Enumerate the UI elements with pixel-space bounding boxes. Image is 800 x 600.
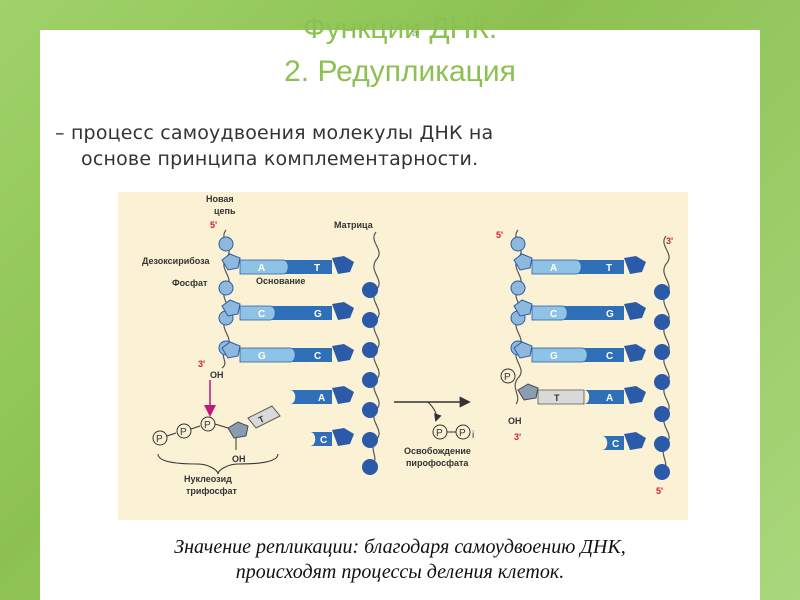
left-template-phosphate-6: [362, 432, 378, 448]
label-release-1: Освобождение: [404, 446, 471, 456]
slide-title-line1: Функции ДНК.: [0, 12, 800, 46]
right-template-phosphate-3: [654, 344, 670, 360]
right-template-phosphate-1: [654, 284, 670, 300]
right-base-new-letter-1: A: [550, 263, 557, 274]
right-base-template-letter-3: C: [606, 351, 613, 362]
left-template-phosphate-7: [362, 459, 378, 475]
right-pair-1: A T: [514, 254, 646, 274]
significance-text: Значение репликации: благодаря самоудвое…: [40, 535, 760, 585]
left-unpaired-1: A: [290, 386, 354, 404]
left-template-sugar-2: [332, 302, 354, 320]
label-5prime-right-bottom: 5': [656, 486, 663, 496]
definition-text: – процесс самоудвоения молекулы ДНК на о…: [55, 120, 735, 172]
ntp-base: [248, 406, 280, 428]
left-base-template-letter-2: G: [314, 309, 322, 320]
left-base-template-2: [270, 306, 332, 320]
ntp-p-letter-2: P: [180, 427, 187, 438]
right-base-template-letter-2: G: [606, 309, 614, 320]
right-template-phosphate-5: [654, 406, 670, 422]
left-base-template-3: [290, 348, 332, 362]
left-unpaired-sugar-2: [332, 428, 354, 446]
left-pair-2: C G: [222, 300, 354, 320]
slide-title-line2: 2. Редупликация: [0, 55, 800, 89]
left-template-phosphate-5: [362, 402, 378, 418]
label-base: Основание: [256, 276, 305, 286]
right-base-new-letter-2: C: [550, 309, 557, 320]
right-new-p-letter: P: [504, 372, 511, 383]
right-pair-4: T A: [518, 384, 646, 404]
ntp-p-letter-1: P: [156, 434, 163, 445]
right-template-phosphate-4: [654, 374, 670, 390]
right-base-template-letter-4: A: [606, 393, 613, 404]
right-unpaired-1: C: [602, 432, 646, 450]
left-unpaired-base-1: [290, 390, 332, 404]
ntp-sugar: [228, 422, 248, 438]
label-3prime-left: 3': [198, 359, 205, 369]
pyro-p-letter-1: P: [436, 428, 443, 439]
label-release-2: пирофосфата: [406, 458, 469, 468]
significance-line1: Значение репликации: благодаря самоудвое…: [40, 535, 760, 560]
label-3prime-right: 3': [514, 432, 521, 442]
replication-diagram: Новая цепь 5' Матрица Дезоксирибоза Фосф…: [118, 192, 688, 520]
label-template: Матрица: [334, 220, 374, 230]
left-template-sugar-3: [332, 344, 354, 362]
release-arrow: [428, 402, 437, 420]
left-phosphate-2: [219, 281, 233, 295]
right-template-phosphate-6: [654, 436, 670, 452]
right-unpaired-letter-1: C: [612, 439, 619, 450]
right-pair-3: G C: [514, 342, 646, 362]
left-unpaired-letter-1: A: [318, 393, 325, 404]
left-template-phosphate-1: [362, 282, 378, 298]
label-5prime-left: 5': [210, 220, 217, 230]
right-phosphate-1: [511, 237, 525, 251]
left-base-new-3: [240, 348, 295, 362]
label-3prime-right-top: 3': [666, 236, 673, 246]
left-phosphate-1: [219, 237, 233, 251]
label-nucleoside-1: Нуклеозид: [184, 474, 232, 484]
left-base-template-1: [283, 260, 332, 274]
left-pair-3: G C: [222, 342, 354, 362]
label-oh-nucleotide: OH: [232, 454, 246, 464]
right-pair-2: C G: [514, 300, 646, 320]
left-template-phosphate-4: [362, 372, 378, 388]
left-template-phosphate-3: [362, 342, 378, 358]
replication-diagram-svg: Новая цепь 5' Матрица Дезоксирибоза Фосф…: [118, 192, 688, 520]
left-template-phosphate-2: [362, 312, 378, 328]
significance-line2: происходят процессы деления клеток.: [40, 560, 760, 585]
left-base-new-letter-3: G: [258, 351, 266, 362]
ntp-p-letter-3: P: [204, 420, 211, 431]
label-deoxyribose: Дезоксирибоза: [142, 256, 211, 266]
left-base-new-letter-2: C: [258, 309, 265, 320]
right-base-template-letter-1: T: [606, 263, 612, 274]
right-base-new-letter-4: T: [554, 393, 560, 403]
label-oh-right: OH: [508, 416, 522, 426]
label-5prime-right-top: 5': [496, 230, 503, 240]
right-base-new-letter-3: G: [550, 351, 558, 362]
right-template-phosphate-7: [654, 464, 670, 480]
left-base-template-letter-3: C: [314, 351, 321, 362]
left-unpaired-sugar-1: [332, 386, 354, 404]
left-unpaired-2: C: [310, 428, 354, 446]
ntp-brace: [158, 454, 278, 474]
definition-line2: основе принципа комплементарности.: [55, 146, 735, 172]
left-base-template-letter-1: T: [314, 263, 320, 274]
right-template-phosphate-2: [654, 314, 670, 330]
label-nucleoside-2: трифосфат: [186, 486, 237, 496]
pyro-p-sub: i: [472, 430, 474, 441]
definition-line1: – процесс самоудвоения молекулы ДНК на: [55, 122, 493, 144]
label-oh-left: OH: [210, 370, 224, 380]
left-pair-1: A T: [222, 254, 354, 274]
left-unpaired-letter-2: C: [320, 435, 327, 446]
label-new-strand-2: цепь: [214, 206, 236, 216]
label-phosphate: Фосфат: [172, 278, 208, 288]
right-phosphate-2: [511, 281, 525, 295]
label-new-strand-1: Новая: [206, 194, 234, 204]
pyro-p-letter-2: P: [459, 428, 466, 439]
small-mark: а: [412, 28, 418, 39]
left-template-sugar-1: [332, 256, 354, 274]
left-base-new-letter-1: A: [258, 263, 265, 274]
nucleoside-triphosphate: P P P T: [153, 406, 280, 450]
